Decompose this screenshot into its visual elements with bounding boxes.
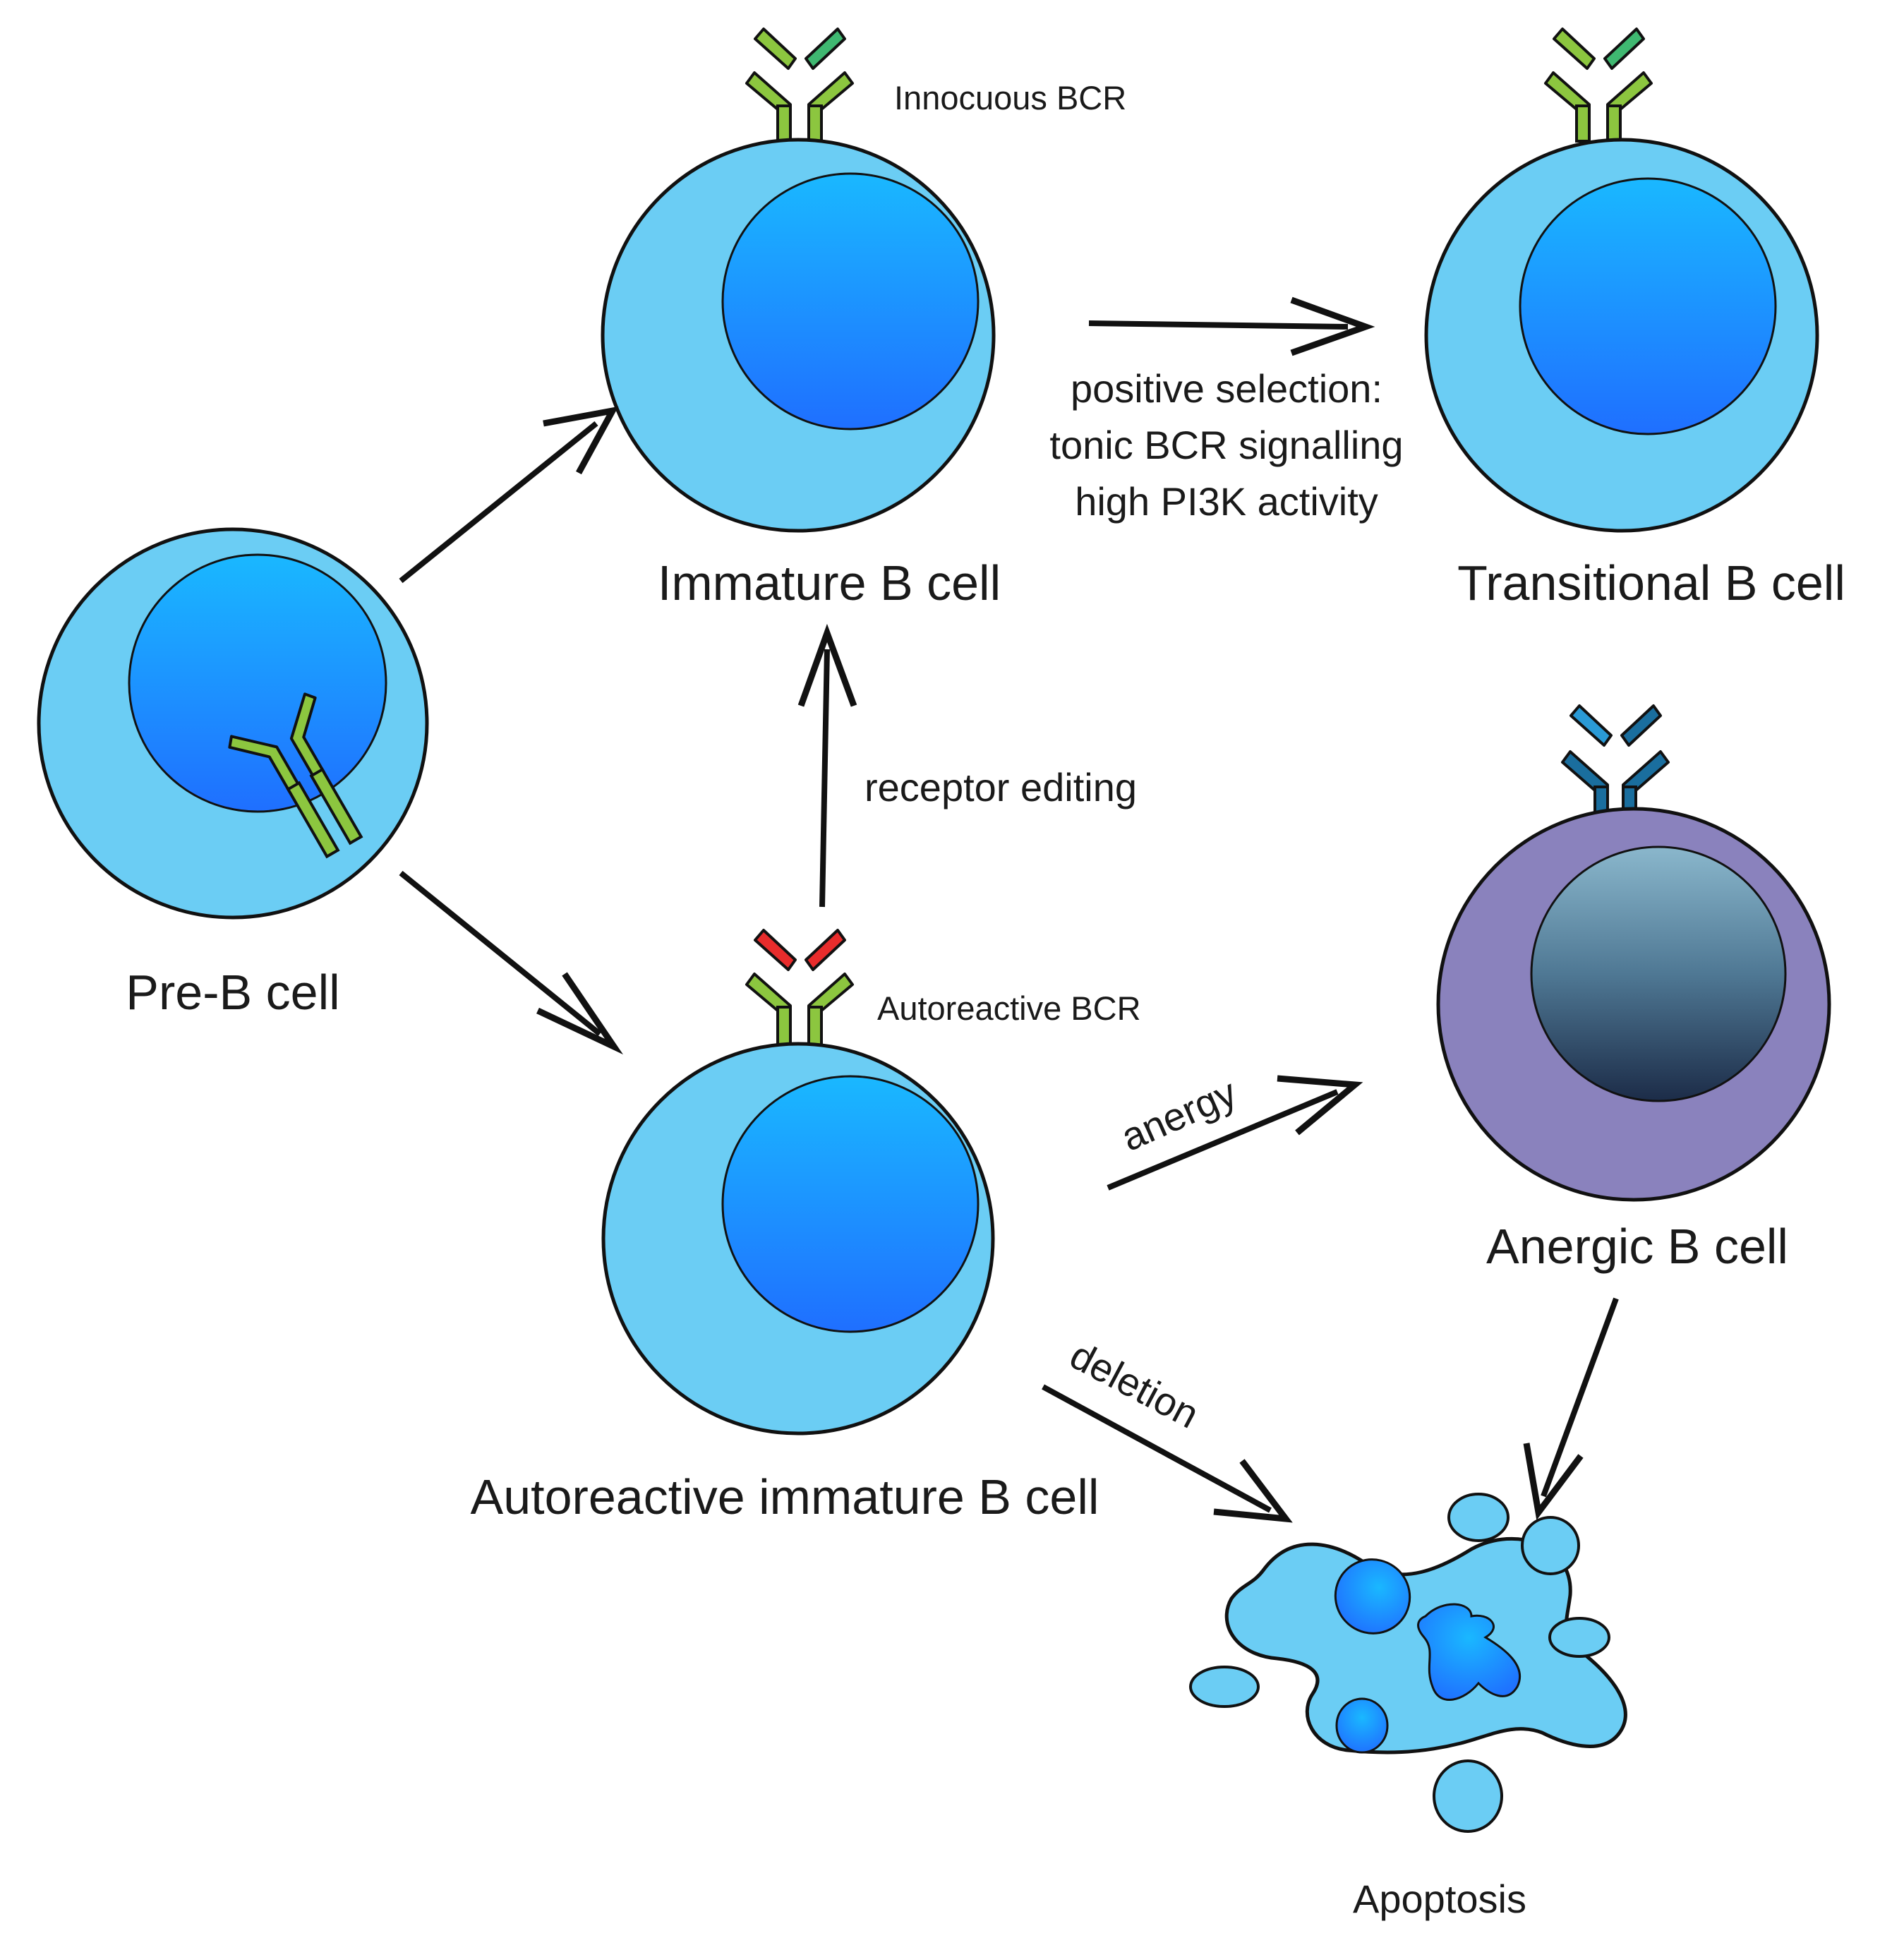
intracellular-bcr-icon: [228, 692, 363, 859]
deletion-label: deletion: [1063, 1332, 1206, 1437]
arrow-receptor-editing: [797, 623, 857, 908]
positive-selection-line-2: tonic BCR signalling: [1049, 423, 1403, 467]
arrow-deletion: [1042, 1384, 1293, 1523]
immature-b-cell-label: Immature B cell: [658, 555, 1001, 610]
apoptosis-label: Apoptosis: [1353, 1877, 1526, 1921]
immature-b-cell: [601, 28, 996, 533]
apoptotic-body: [1224, 1536, 1627, 1755]
positive-selection-line-3: high PI3K activity: [1075, 479, 1378, 524]
innocuous-bcr-label: Innocuous BCR: [894, 79, 1126, 116]
autoreactive-immature-b-cell-label: Autoreactive immature B cell: [471, 1469, 1099, 1524]
anergy-label: anergy: [1114, 1070, 1243, 1160]
transitional-b-cell-label: Transitional B cell: [1457, 555, 1845, 610]
anergic-b-cell-label: Anergic B cell: [1486, 1219, 1788, 1274]
transitional-b-cell: [1424, 28, 1819, 533]
arrow-anergy: [1107, 1075, 1363, 1191]
arrow-pre-b-to-immature: [399, 406, 619, 584]
apoptotic-cell: [1189, 1493, 1627, 1833]
innocuous-bcr-icon: [1544, 28, 1653, 143]
pre-b-cell-label: Pre-B cell: [126, 965, 339, 1020]
innocuous-bcr-icon: [745, 28, 854, 143]
positive-selection-line-1: positive selection:: [1071, 366, 1382, 411]
autoreactive-bcr-label: Autoreactive BCR: [877, 989, 1141, 1027]
arrow-positive-selection: [1088, 296, 1375, 356]
pre-b-cell: [37, 527, 429, 920]
anergic-b-cell: [1436, 704, 1831, 1202]
autoreactive-immature-b-cell: [601, 929, 995, 1436]
receptor-editing-label: receptor editing: [864, 765, 1137, 809]
arrow-anergic-to-apoptosis: [1523, 1297, 1619, 1521]
autoreactive-bcr-icon: [745, 929, 854, 1049]
arrow-pre-b-to-autoreactive: [399, 870, 623, 1055]
